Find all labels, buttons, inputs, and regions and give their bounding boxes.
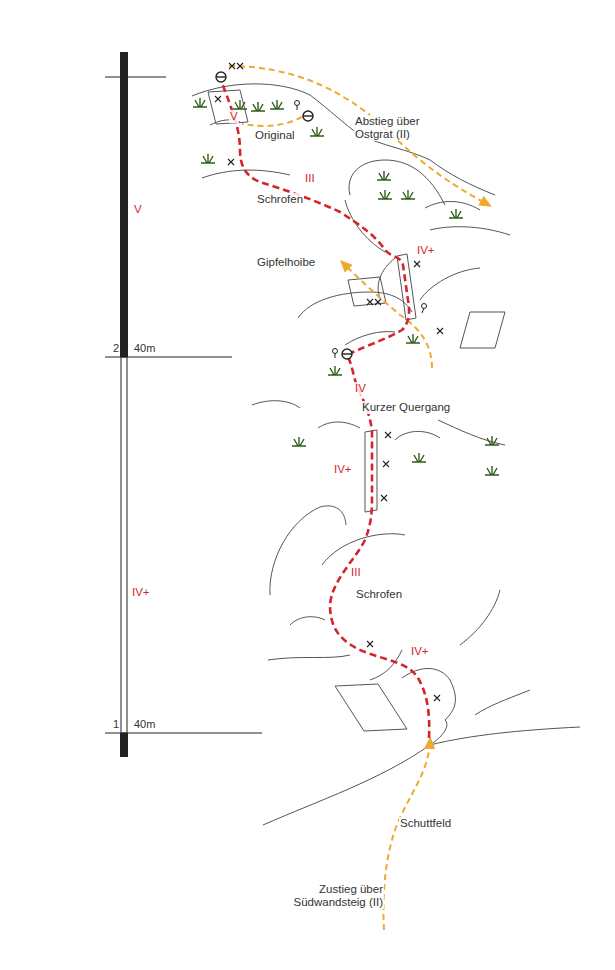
- grass-tuft: [270, 100, 284, 109]
- grass-tuft: [292, 437, 306, 446]
- pitch-grade: V: [133, 203, 143, 216]
- route-grade: III: [304, 172, 316, 185]
- terrain-label: Schrofen: [355, 588, 403, 601]
- terrain-label: Schuttfeld: [399, 817, 452, 830]
- bolt-mark: [383, 461, 389, 467]
- grass-tuft: [406, 334, 420, 343]
- terrain-label: Schrofen: [256, 193, 304, 206]
- route-grade: IV+: [410, 645, 430, 658]
- route-grade: IV: [354, 382, 367, 395]
- grass-tuft: [310, 127, 324, 136]
- bolt-mark: [385, 432, 391, 438]
- grass-tuft: [485, 466, 499, 475]
- pitch-length: 40m: [133, 342, 156, 355]
- grass-tuft: [328, 366, 342, 375]
- approach-label: Zustieg über Südwandsteig (II): [282, 883, 384, 909]
- rock-outline: [192, 84, 580, 825]
- pitch-scale: [105, 52, 262, 757]
- pitch-length: 40m: [133, 718, 156, 731]
- grass-tuft: [201, 154, 215, 163]
- bolt-mark: [229, 63, 235, 69]
- grass-tuft: [193, 98, 499, 475]
- pitch-grade: IV+: [131, 586, 151, 599]
- bolt-mark: [375, 299, 381, 305]
- pitch-number: 2: [112, 342, 120, 355]
- grass-tuft: [449, 209, 463, 218]
- route-grade: III: [350, 566, 362, 579]
- belay-station: [216, 72, 352, 359]
- bolt-mark: [437, 328, 443, 334]
- feature-label: Gipfelhoibe: [256, 256, 316, 269]
- feature-label: Kurzer Quergang: [361, 401, 451, 414]
- route-grade: IV+: [416, 244, 436, 257]
- grass-tuft: [251, 102, 265, 111]
- path-orange: [229, 66, 487, 930]
- slab-outline: [208, 90, 505, 731]
- grass-tuft: [193, 98, 207, 107]
- grass-tuft: [412, 453, 426, 462]
- grass-tuft: [401, 190, 415, 199]
- bolt-mark: [237, 63, 243, 69]
- route-grade: IV+: [333, 463, 353, 476]
- bolt-mark: [215, 96, 221, 102]
- pitch-number: 1: [112, 718, 120, 731]
- route-name: Original: [254, 129, 296, 142]
- bolt-mark: [215, 63, 443, 701]
- bolt-mark: [367, 299, 373, 305]
- bolt-mark: [228, 159, 234, 165]
- bolt-mark: [367, 641, 373, 647]
- bolt-mark: [434, 695, 440, 701]
- grass-tuft: [378, 190, 392, 199]
- bolt-mark: [381, 495, 387, 501]
- route-grade: V: [229, 110, 239, 123]
- grass-tuft: [485, 436, 499, 445]
- grass-tuft: [233, 100, 247, 109]
- descent-label: Abstieg über Ostgrat (II): [354, 115, 448, 141]
- grass-tuft: [377, 171, 391, 180]
- bolt-mark: [414, 261, 420, 267]
